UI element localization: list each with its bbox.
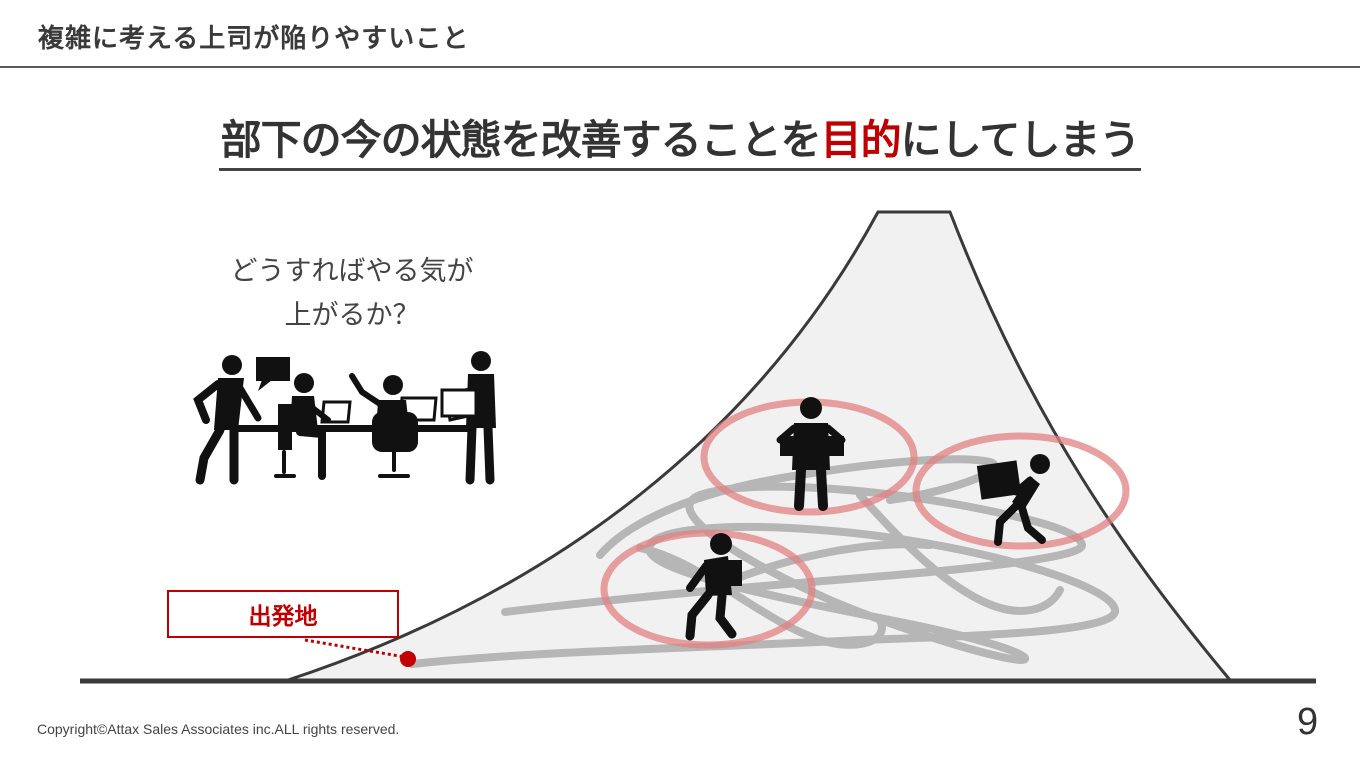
team-meeting-icon — [198, 351, 496, 480]
copyright-text: Copyright©Attax Sales Associates inc.ALL… — [37, 721, 399, 737]
start-label: 出発地 — [167, 590, 399, 638]
page-number: 9 — [1297, 701, 1318, 744]
start-marker-dot — [400, 651, 416, 667]
